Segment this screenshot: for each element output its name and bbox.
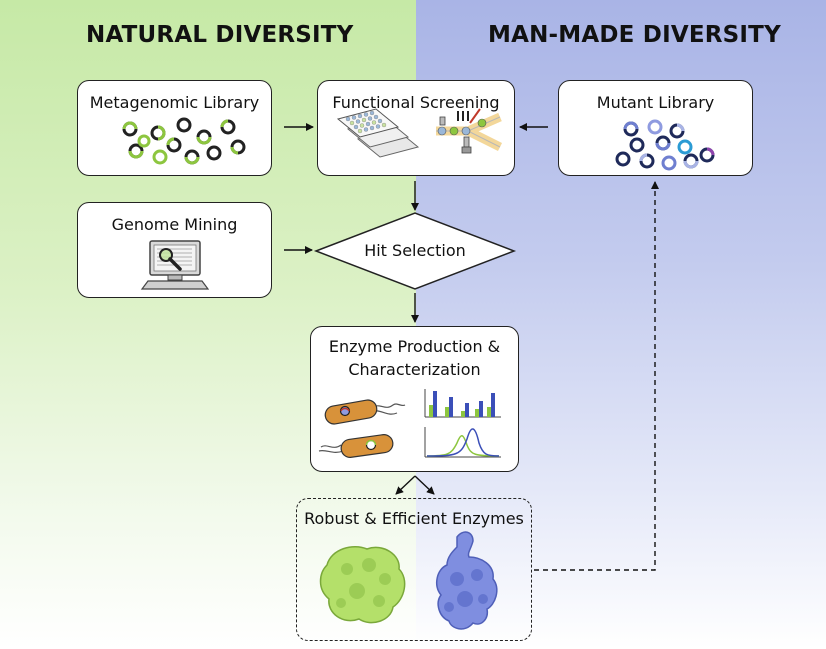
functional-screening-label: Functional Screening <box>332 93 500 112</box>
hit-selection-label: Hit Selection <box>364 241 466 260</box>
robust-enzymes-label: Robust & Efficient Enzymes <box>304 509 524 528</box>
microfluidic-chip-icon <box>436 108 503 154</box>
metagenomic-library-box: Metagenomic Library <box>77 80 272 176</box>
natural-diversity-heading: NATURAL DIVERSITY <box>86 22 354 48</box>
arrow-production-to-enzymes-right <box>414 475 435 495</box>
chromatogram-icon <box>424 427 501 458</box>
plasmid-library-icon <box>122 117 246 165</box>
genome-mining-box: Genome Mining <box>77 202 272 298</box>
enzyme-production-label-line1: Enzyme Production & <box>328 337 501 356</box>
computer-search-icon <box>140 240 210 290</box>
enzyme-structure-blue-icon <box>435 531 498 630</box>
enzyme-production-box: Enzyme Production & Characterization <box>310 326 519 472</box>
mutant-library-box: Mutant Library <box>558 80 753 176</box>
man-made-diversity-heading: MAN-MADE DIVERSITY <box>488 22 781 48</box>
enzyme-structure-green-icon <box>319 545 406 624</box>
bacterium-icon <box>324 399 406 425</box>
bacterium-icon <box>318 434 394 458</box>
genome-mining-label: Genome Mining <box>111 215 238 234</box>
robust-enzymes-box: Robust & Efficient Enzymes <box>296 498 532 641</box>
enzyme-production-label-line2: Characterization <box>348 360 481 379</box>
mutant-plasmid-library-icon <box>615 119 715 171</box>
functional-screening-box: Functional Screening <box>317 80 515 176</box>
mutant-library-label: Mutant Library <box>596 93 715 112</box>
metagenomic-library-label: Metagenomic Library <box>89 93 260 112</box>
microplate-icon <box>336 108 420 158</box>
arrow-enzymes-to-mutant-dashed <box>534 181 659 571</box>
arrow-production-to-enzymes-left <box>395 475 416 495</box>
bar-chart-icon <box>424 389 501 418</box>
